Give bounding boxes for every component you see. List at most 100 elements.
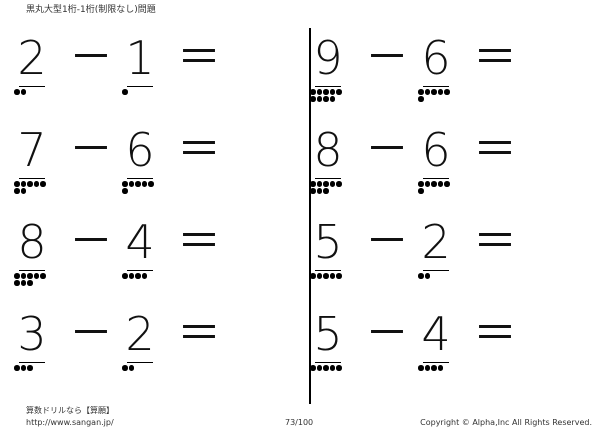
subtraction-problem: 5 －2 ＝ <box>310 214 590 306</box>
minuend-underline <box>19 270 45 272</box>
counting-dot <box>310 89 316 95</box>
counting-dot <box>20 181 26 187</box>
counting-dot <box>418 96 424 102</box>
subtraction-problem: 9 －6 ＝ <box>310 30 590 122</box>
counting-dot <box>135 181 141 187</box>
minus-sign: － <box>365 32 409 83</box>
equals-sign: ＝ <box>473 32 517 83</box>
counting-dot <box>444 181 450 187</box>
counting-dot <box>437 181 443 187</box>
counting-dot <box>323 89 329 95</box>
counting-dot <box>14 89 20 95</box>
minuend-counting-dots <box>310 273 370 280</box>
equals-sign: ＝ <box>177 124 221 175</box>
counting-dot <box>14 188 20 194</box>
subtrahend-underline <box>127 178 153 180</box>
counting-dot <box>128 365 134 371</box>
minuend-number: 7 <box>14 122 50 206</box>
counting-dot <box>141 273 147 279</box>
minuend-counting-dots <box>14 365 74 372</box>
minus-sign: － <box>365 216 409 267</box>
subtraction-problem: 3－2＝ <box>14 306 294 398</box>
subtrahend-counting-dots <box>418 273 478 280</box>
counting-dot <box>20 89 26 95</box>
footer-site: 算数ドリルなら【算願】 http://www.sangan.jp/ <box>26 405 114 429</box>
counting-dot <box>418 188 424 194</box>
subtrahend-underline <box>423 270 449 272</box>
counting-dot <box>27 181 33 187</box>
counting-dot <box>14 181 20 187</box>
minuend-number: 3 <box>14 306 50 390</box>
subtrahend-digit: 2 <box>421 215 451 269</box>
counting-dot <box>122 365 128 371</box>
minuend-counting-dots <box>14 273 74 287</box>
subtrahend-digit: 1 <box>125 31 155 85</box>
counting-dot <box>431 365 437 371</box>
counting-dot <box>424 273 430 279</box>
counting-dot <box>33 273 39 279</box>
subtrahend-counting-dots <box>418 181 478 195</box>
counting-dot <box>20 188 26 194</box>
counting-dot <box>336 273 342 279</box>
subtrahend-number: 4 <box>418 306 454 390</box>
counting-dot <box>316 96 322 102</box>
counting-dot <box>437 89 443 95</box>
subtrahend-number: 2 <box>418 214 454 298</box>
subtrahend-digit: 4 <box>421 307 451 361</box>
minus-sign: － <box>365 308 409 359</box>
minuend-number: 5 <box>310 214 346 298</box>
counting-dot <box>310 365 316 371</box>
counting-dot <box>431 181 437 187</box>
subtrahend-digit: 6 <box>421 31 451 85</box>
counting-dot <box>40 273 46 279</box>
footer-url[interactable]: http://www.sangan.jp/ <box>26 418 114 427</box>
subtrahend-number: 1 <box>122 30 158 114</box>
minuend-digit: 9 <box>313 31 343 85</box>
equals-sign: ＝ <box>473 308 517 359</box>
equals-sign: ＝ <box>473 216 517 267</box>
footer-site-name: 算数ドリルなら【算願】 <box>26 406 114 415</box>
counting-dot <box>336 365 342 371</box>
counting-dot <box>122 188 128 194</box>
counting-dot <box>329 181 335 187</box>
minuend-digit: 2 <box>17 31 47 85</box>
minuend-number: 8 <box>310 122 346 206</box>
counting-dot <box>27 365 33 371</box>
counting-dot <box>310 273 316 279</box>
counting-dot <box>310 181 316 187</box>
minuend-digit: 5 <box>313 215 343 269</box>
counting-dot <box>437 365 443 371</box>
counting-dot <box>316 89 322 95</box>
subtrahend-counting-dots <box>122 89 182 96</box>
minuend-underline <box>19 362 45 364</box>
minuend-underline <box>315 270 341 272</box>
minuend-counting-dots <box>14 89 74 96</box>
minuend-number: 8 <box>14 214 50 298</box>
counting-dot <box>27 280 33 286</box>
minuend-number: 5 <box>310 306 346 390</box>
subtrahend-number: 6 <box>122 122 158 206</box>
subtrahend-number: 6 <box>418 122 454 206</box>
subtraction-problem: 8－6＝ <box>310 122 590 214</box>
worksheet-title: 黒丸大型1桁-1桁(制限なし)問題 <box>26 5 156 15</box>
counting-dot <box>424 89 430 95</box>
right-column: 9－6＝8－6＝5－2＝5－4＝ <box>310 30 590 398</box>
minuend-underline <box>19 178 45 180</box>
subtrahend-number: 6 <box>418 30 454 114</box>
minus-sign: － <box>365 124 409 175</box>
subtrahend-underline <box>423 86 449 88</box>
counting-dot <box>20 365 26 371</box>
equals-sign: ＝ <box>177 32 221 83</box>
subtrahend-counting-dots <box>418 365 478 372</box>
column-divider <box>309 28 311 404</box>
counting-dot <box>310 188 316 194</box>
minuend-underline <box>315 362 341 364</box>
minuend-underline <box>315 178 341 180</box>
subtrahend-number: 2 <box>122 306 158 390</box>
copyright: Copyright © Alpha,Inc All Rights Reserve… <box>420 418 592 427</box>
counting-dot <box>316 181 322 187</box>
minuend-number: 9 <box>310 30 346 114</box>
subtrahend-number: 4 <box>122 214 158 298</box>
counting-dot <box>424 365 430 371</box>
counting-dot <box>418 181 424 187</box>
